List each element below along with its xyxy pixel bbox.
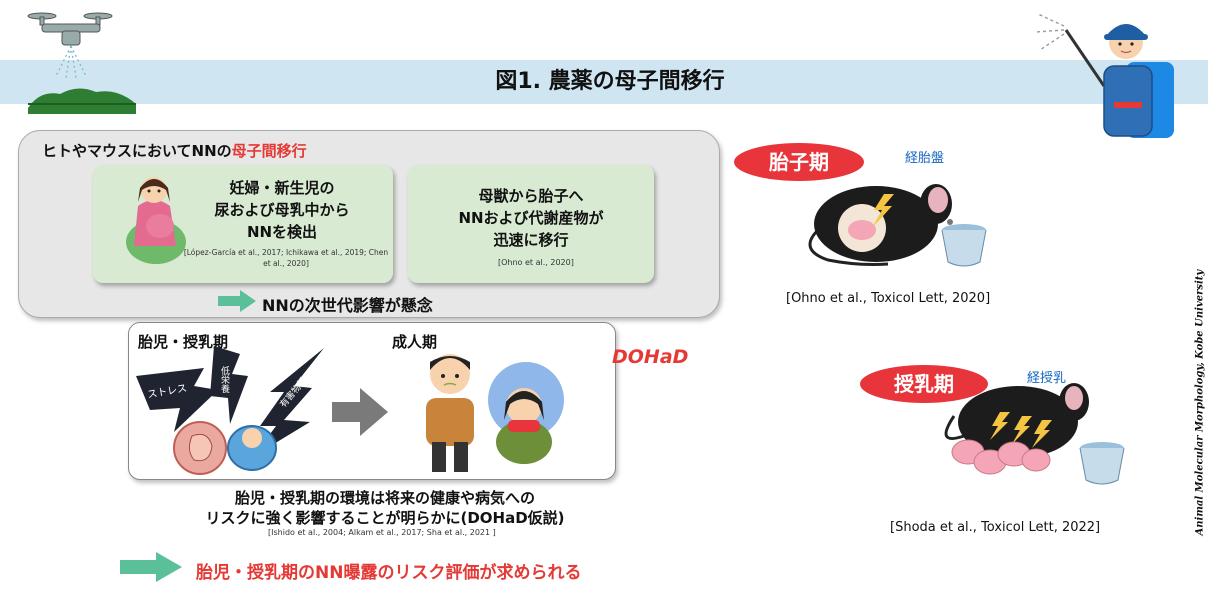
transfer-line-2: NNおよび代謝産物が (458, 209, 604, 227)
lightning-icon (872, 194, 894, 228)
pups-icon (951, 439, 1051, 475)
adults-illustration (426, 354, 564, 472)
dohad-label: DOHaD (612, 346, 689, 368)
panel-heading-prefix: ヒトやマウスにおいてNNの (42, 142, 232, 160)
fetal-period-badge: 胎子期 (734, 143, 864, 181)
toxic-bolt-icon (254, 348, 324, 456)
malnutrition-bolt-label: 低栄養 (219, 365, 230, 394)
gray-arrow-icon (332, 388, 388, 436)
fetal-lactation-label: 胎児・授乳期 (138, 333, 229, 351)
lab-credit: Animal Molecular Morphology, Kobe Univer… (1194, 269, 1206, 536)
lactational-label: 経授乳 (1027, 371, 1067, 386)
sprayer-person-illustration (1035, 13, 1174, 138)
pregnant-mouse-illustration (808, 184, 987, 267)
shoda-citation: [Shoda et al., Toxicol Lett, 2022] (890, 520, 1101, 535)
conclusion-citation: [Ishido et al., 2004; Alkam et al., 2017… (268, 528, 496, 537)
conclusion-line-2: リスクに強く影響することが明らかに(DOHaD仮説) (205, 509, 565, 527)
conclusion-line-1: 胎児・授乳期の環境は将来の健康や病気への (234, 489, 535, 507)
transfer-line-3: 迅速に移行 (493, 231, 569, 249)
concern-text: NNの次世代影響が懸念 (262, 296, 433, 315)
lightning-icons (990, 412, 1052, 448)
final-green-arrow-icon (120, 552, 182, 582)
fetal-stress-illustration: ストレス 低栄養 有害物質 (136, 346, 324, 475)
transfer-box (408, 165, 654, 283)
page-title: 図1. 農薬の母子間移行 (495, 69, 725, 94)
stress-bolt-icon (136, 368, 218, 432)
green-arrow-icon (218, 290, 256, 312)
title-band (0, 60, 1208, 104)
pregnant-woman-icon (126, 177, 186, 264)
adult-man-icon (426, 354, 474, 472)
adulthood-label: 成人期 (392, 333, 438, 351)
detection-line-1: 妊婦・新生児の (229, 179, 335, 197)
drone-illustration (27, 12, 136, 114)
panel-heading-highlight: 母子間移行 (231, 142, 307, 160)
panel-heading: ヒトやマウスにおいてNNの母子間移行 (42, 140, 307, 161)
detection-line-2: 尿および母乳中から (214, 201, 350, 219)
detection-citation: [López-García et al., 2017; Ichikawa et … (183, 248, 389, 268)
lactation-period-badge: 授乳期 (860, 365, 988, 403)
transfer-line-1: 母獣から胎子へ (478, 187, 584, 205)
lactating-mouse-illustration (944, 383, 1125, 485)
detection-line-3: NNを検出 (246, 223, 318, 241)
transfer-citation: [Ohno et al., 2020] (498, 258, 574, 267)
final-statement: 胎児・授乳期のNN曝露のリスク評価が求められる (196, 563, 582, 583)
distressed-woman-icon (488, 362, 564, 464)
ohno-citation: [Ohno et al., Toxicol Lett, 2020] (786, 291, 991, 306)
transplacental-label: 経胎盤 (905, 151, 945, 166)
malnutrition-bolt-icon (210, 346, 248, 424)
